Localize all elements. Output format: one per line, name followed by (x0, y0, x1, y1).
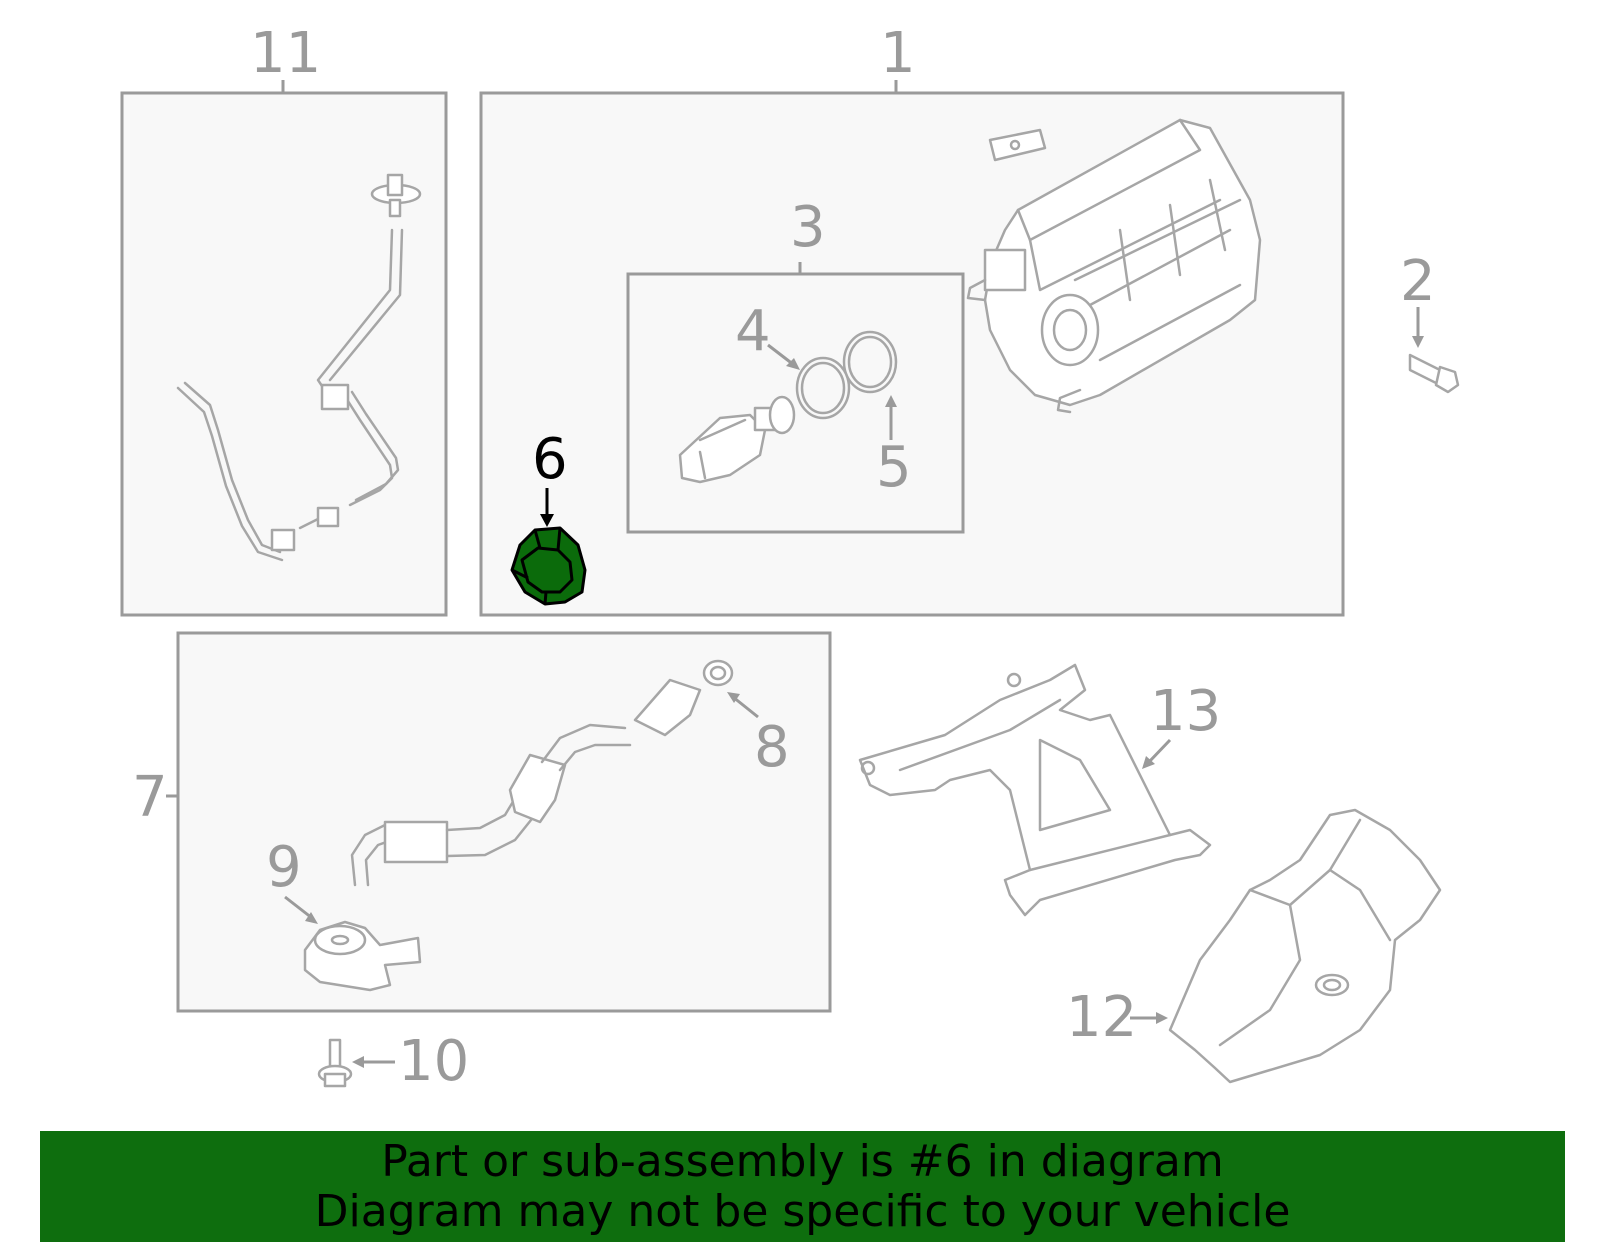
info-banner: Part or sub-assembly is #6 in diagram Di… (40, 1131, 1565, 1242)
bolt-2[interactable] (1408, 353, 1460, 394)
callout-13[interactable]: 13 (1150, 679, 1221, 744)
evap-canister-1[interactable] (966, 118, 1262, 414)
bolt-10[interactable] (317, 1038, 353, 1088)
callout-9[interactable]: 9 (266, 835, 302, 900)
purge-valve-3[interactable] (678, 395, 796, 484)
purge-hose-7[interactable] (350, 678, 702, 887)
box-part-7 (176, 631, 832, 1013)
vapor-hose-11[interactable] (176, 173, 422, 562)
callout-4[interactable]: 4 (735, 299, 771, 364)
highlighted-part-6[interactable] (510, 526, 587, 606)
o-ring-5[interactable] (842, 330, 898, 394)
callout-5[interactable]: 5 (876, 435, 912, 500)
banner-line-1: Part or sub-assembly is #6 in diagram (381, 1136, 1224, 1187)
callout-11[interactable]: 11 (250, 21, 321, 86)
callout-3[interactable]: 3 (790, 195, 826, 260)
callout-10[interactable]: 10 (398, 1029, 469, 1094)
sensor-9[interactable] (303, 920, 422, 992)
callout-7[interactable]: 7 (132, 765, 168, 830)
box-part-3 (626, 272, 965, 534)
callout-12[interactable]: 12 (1066, 985, 1137, 1050)
heat-shield-12[interactable] (1168, 808, 1442, 1084)
bracket-13[interactable] (858, 663, 1212, 917)
banner-line-2: Diagram may not be specific to your vehi… (314, 1186, 1291, 1237)
callout-2[interactable]: 2 (1400, 249, 1436, 314)
nut-8[interactable] (702, 659, 734, 687)
callout-8[interactable]: 8 (754, 715, 790, 780)
callout-1[interactable]: 1 (880, 21, 916, 86)
o-ring-4[interactable] (795, 356, 851, 420)
callout-6[interactable]: 6 (532, 427, 568, 492)
